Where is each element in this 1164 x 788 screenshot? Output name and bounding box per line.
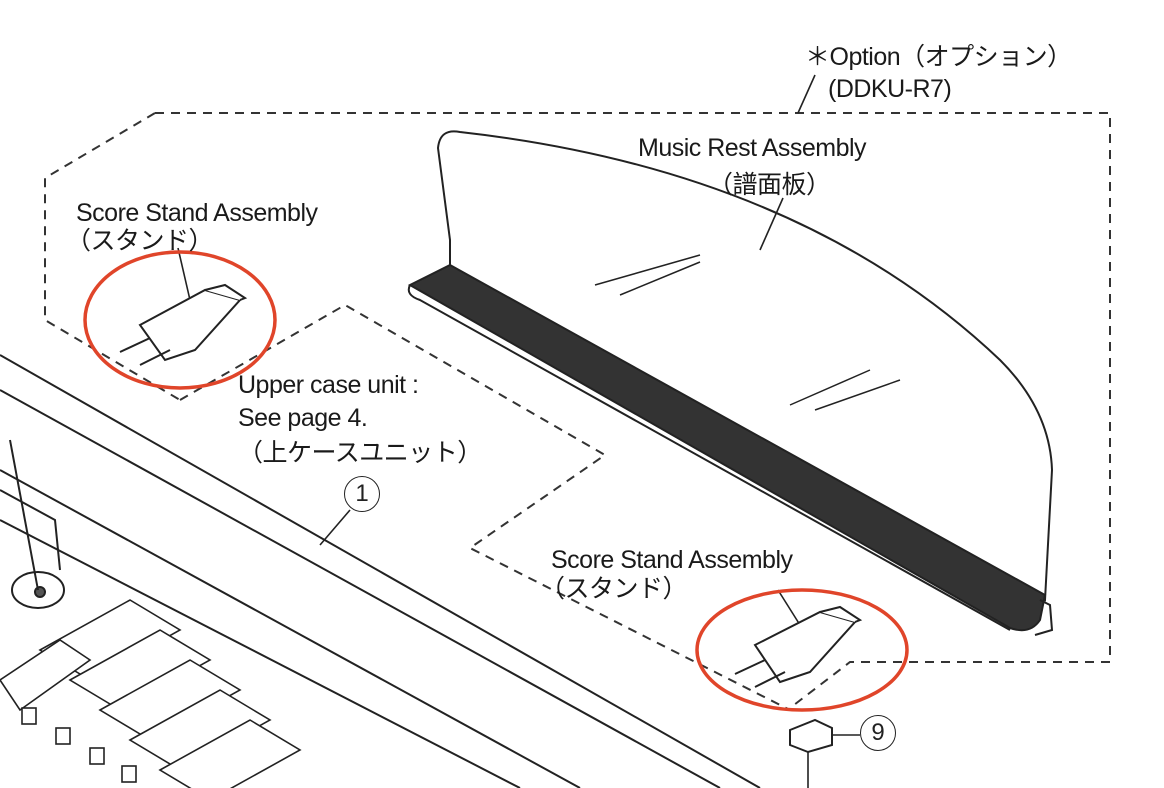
keyboard-body [0,354,761,788]
option-boundary [155,112,1111,709]
left-stand-boundary [44,112,181,401]
score-stand-left-name: Score Stand Assembly [76,199,318,227]
highlight-right-stand [695,588,909,712]
upper-case-leader [319,509,351,546]
part9-leader [807,734,860,788]
highlight-left-stand [83,250,277,390]
score-stand-right-jp: （スタンド） [540,575,688,603]
upper-case-line2: See page 4. [238,404,368,432]
callout-number-1: 1 [344,476,380,512]
right-stand-leader [777,589,801,626]
score-stand-left [119,283,248,366]
option-leader [797,74,816,114]
music-rest-name: Music Rest Assembly [638,134,867,162]
score-stand-right-name: Score Stand Assembly [551,546,793,574]
part-9-clip [789,718,833,754]
music-rest-leader [759,197,784,251]
score-stand-left-jp: （スタンド） [66,227,214,255]
left-stand-leader [177,247,191,301]
music-rest-jp: （譜面板） [708,171,831,199]
callout-number-9: 9 [860,715,896,751]
upper-case-boundary [179,303,791,711]
upper-case-line1: Upper case unit : [238,371,419,399]
option-model: (DDKU-R7) [828,75,952,103]
piano-keys [0,599,302,788]
music-rest [407,130,1054,636]
score-stand-right [734,605,863,688]
option-label: ＊Option（オプション） [805,43,1072,71]
upper-case-jp: （上ケースユニット） [238,439,482,467]
